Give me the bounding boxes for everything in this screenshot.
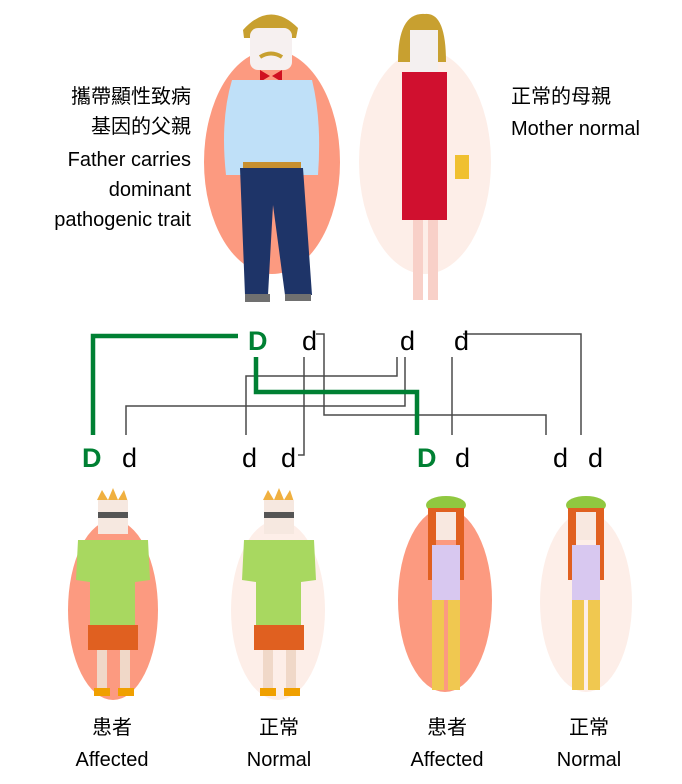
caption-en: Normal (246, 749, 312, 771)
line-d2-to-child2 (298, 357, 305, 456)
mother-label: 正常的母親 Mother normal (511, 82, 640, 144)
line-d3-to-child2 (245, 357, 398, 435)
child1-caption: 患者 Affected (52, 712, 172, 776)
dominant-lines (90, 333, 420, 435)
father-figure (224, 14, 320, 302)
child4-caption: 正常 Normal (529, 712, 649, 776)
line-d3-to-child1 (125, 357, 406, 435)
line-d4-to-child4 (463, 333, 582, 435)
mother-figure (398, 13, 469, 300)
allele-d: d (302, 326, 317, 356)
mother-label-zh: 正常的母親 (511, 86, 611, 108)
caption-zh: 正常 (569, 717, 609, 739)
child1-figure (76, 488, 150, 696)
father-label-en-3: pathogenic trait (54, 209, 191, 231)
allele-D: D (82, 443, 102, 473)
father-label-en-1: Father carries (67, 149, 191, 171)
father-label-en-2: dominant (108, 179, 191, 201)
child2-figure (242, 488, 316, 696)
allele-d: d (455, 443, 470, 473)
parent-alleles: D d d d (248, 326, 469, 356)
allele-d: d (281, 443, 296, 473)
child3-caption: 患者 Affected (387, 712, 507, 776)
caption-en: Normal (556, 749, 622, 771)
allele-d: d (400, 326, 415, 356)
mother-label-en: Mother normal (511, 118, 640, 140)
recessive-lines (125, 333, 582, 456)
caption-zh: 患者 (427, 717, 467, 739)
line-D-to-child1 (90, 333, 238, 435)
father-label: 攜帶顯性致病 基因的父親 Father carries dominant pat… (54, 82, 191, 235)
line-d2-to-child4 (316, 333, 547, 435)
line-D-to-child3 (253, 357, 420, 435)
allele-d: d (588, 443, 603, 473)
father-label-zh-2: 基因的父親 (91, 116, 191, 138)
father-label-zh-1: 攜帶顯性致病 (71, 86, 191, 108)
caption-zh: 患者 (92, 717, 132, 739)
allele-d: d (122, 443, 137, 473)
allele-d: d (454, 326, 469, 356)
allele-D: D (417, 443, 437, 473)
caption-en: Affected (75, 749, 149, 771)
child2-caption: 正常 Normal (219, 712, 339, 776)
child4-figure (566, 496, 606, 690)
child4-normal-halo (540, 512, 632, 692)
allele-d: d (242, 443, 257, 473)
allele-D: D (248, 326, 268, 356)
child-alleles: D d d d D d d d (82, 443, 603, 473)
child3-figure (426, 496, 466, 690)
caption-en: Affected (410, 749, 484, 771)
caption-zh: 正常 (259, 717, 299, 739)
allele-d: d (553, 443, 568, 473)
